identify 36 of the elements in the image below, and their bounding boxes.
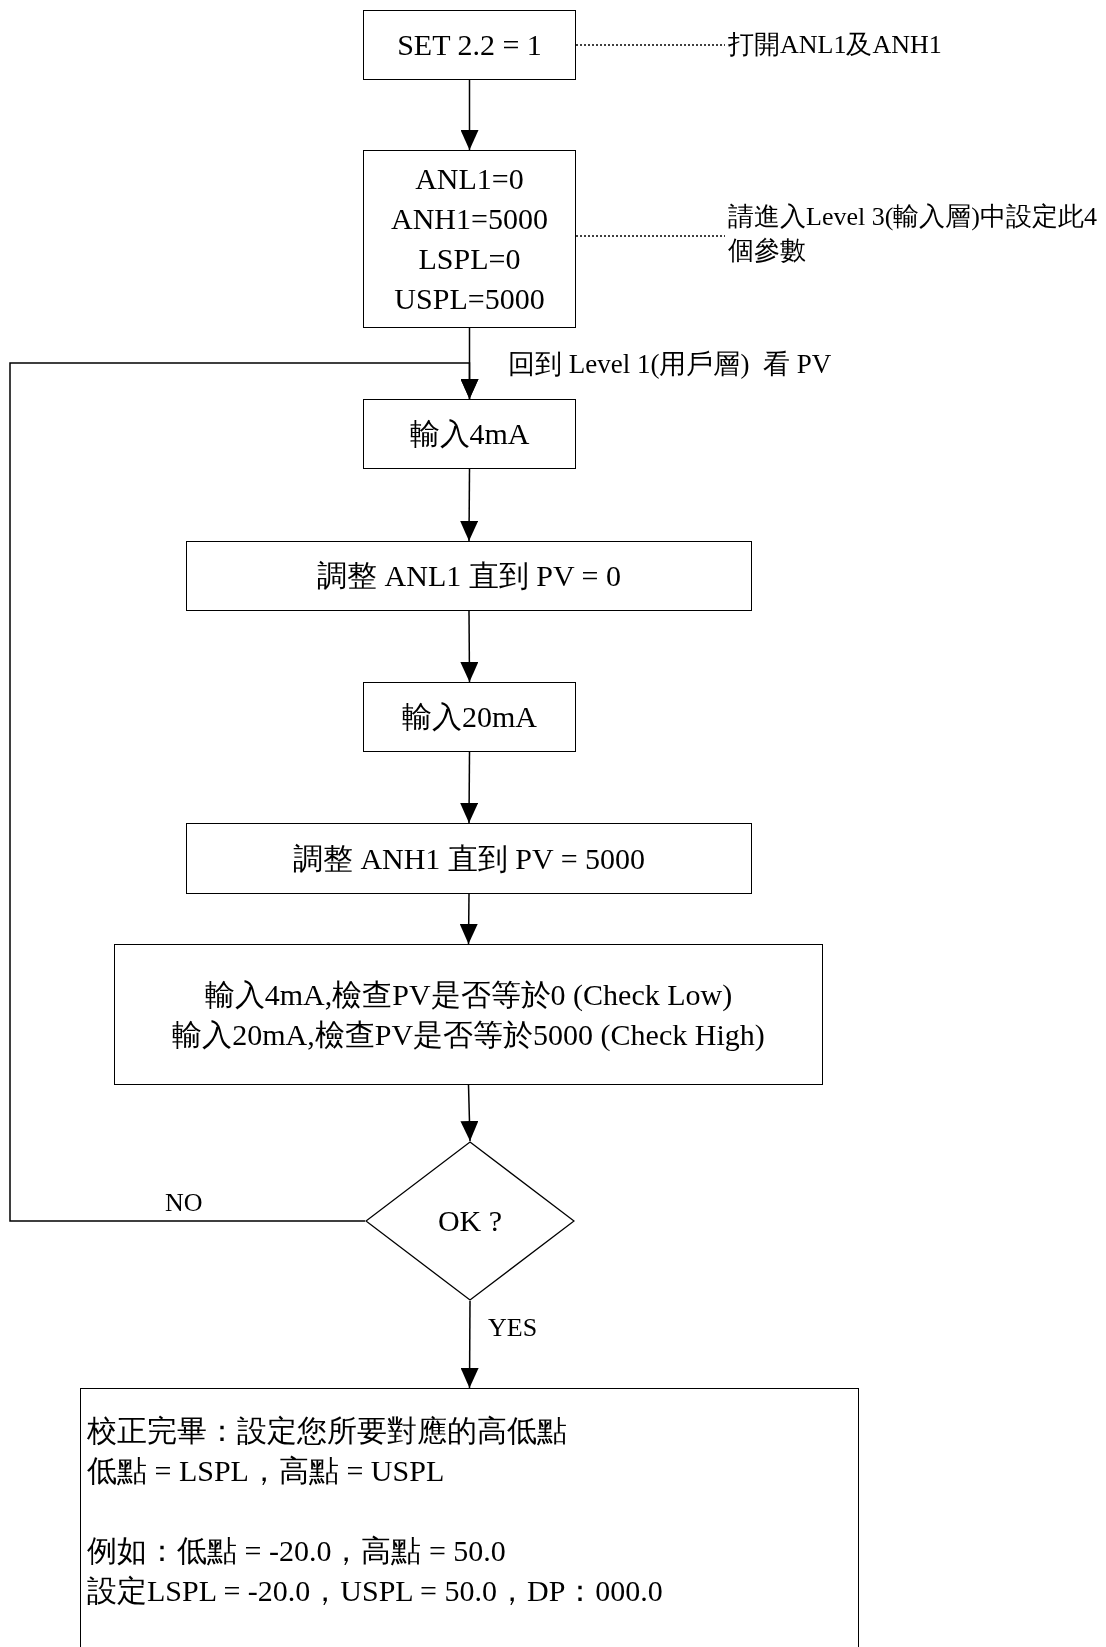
process-box: [114, 944, 823, 1085]
process-box: [363, 682, 576, 752]
process-box: [363, 150, 576, 328]
box-text: 調整 ANH1 直到 PV = 5000: [292, 840, 646, 877]
box-text: 低點 = LSPL，高點 = USPL: [87, 1453, 445, 1489]
diamond-text: OK ?: [437, 1203, 503, 1239]
result-box: [80, 1388, 859, 1647]
decision-diamond: [365, 1141, 575, 1301]
process-box: [186, 541, 752, 611]
arrow: [460, 468, 479, 542]
arrow: [460, 751, 479, 824]
box-text: 設定LSPL = -20.0，USPL = 50.0，DP：000.0: [87, 1573, 663, 1609]
box-text: 校正完畢：設定您所要對應的高低點: [87, 1413, 567, 1449]
box-text: SET 2.2 = 1: [397, 27, 542, 63]
arrow: [460, 79, 479, 151]
process-box: [363, 399, 576, 469]
arrow: [460, 1300, 479, 1389]
box-text: 輸入20mA: [402, 699, 537, 735]
box-text: 輸入4mA: [409, 416, 530, 452]
process-box: [186, 823, 752, 894]
box-text: ANH1=5000: [391, 201, 548, 237]
arrow: [9, 362, 479, 1222]
box-text: ANL1=0: [415, 161, 524, 197]
dotted-leader-line: [575, 235, 726, 237]
arrow: [459, 893, 478, 945]
box-text: 輸入20mA,檢查PV是否等於5000 (Check High): [172, 1016, 765, 1053]
dotted-leader-line: [575, 44, 726, 46]
box-text: USPL=5000: [394, 281, 545, 317]
arrow: [460, 610, 479, 683]
box-text: LSPL=0: [418, 241, 521, 277]
box-text: 例如：低點 = -20.0，高點 = 50.0: [87, 1533, 506, 1569]
arrow: [460, 1084, 479, 1142]
box-text: 輸入4mA,檢查PV是否等於0 (Check Low): [204, 976, 733, 1013]
note-text: 回到 Level 1(用戶層) 看 PV: [508, 348, 832, 381]
process-box: [363, 10, 576, 80]
box-text: 調整 ANL1 直到 PV = 0: [317, 558, 621, 594]
